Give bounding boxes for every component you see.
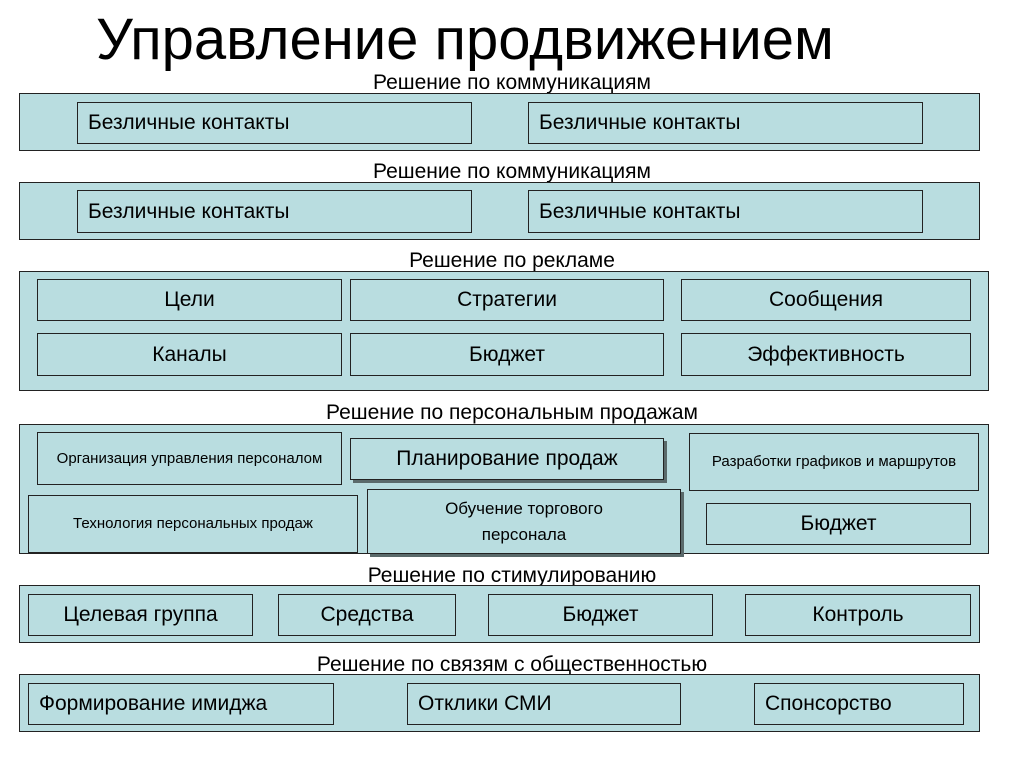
box-personal-sales-technology: Технология персональных продаж (28, 495, 358, 553)
box-channels: Каналы (37, 333, 342, 376)
box-budget-personal-sales: Бюджет (706, 503, 971, 545)
box-impersonal-contacts-1b: Безличные контакты (528, 102, 923, 144)
box-strategies: Стратегии (350, 279, 664, 321)
box-sponsorship: Спонсорство (754, 683, 964, 725)
box-personnel-management: Организация управления персоналом (37, 432, 342, 485)
box-means: Средства (278, 594, 456, 636)
box-goals: Цели (37, 279, 342, 321)
box-effectiveness: Эффективность (681, 333, 971, 376)
box-budget-advertising: Бюджет (350, 333, 664, 376)
section-label-advertising: Решение по рекламе (409, 249, 615, 272)
box-sales-staff-training: Обучение торгового персонала (367, 489, 681, 554)
section-label-public-relations: Решение по связям с общественностью (316, 653, 708, 676)
section-label-communications-1: Решение по коммуникациям (373, 71, 651, 94)
page-title: Управление продвижением (96, 7, 834, 72)
box-impersonal-contacts-2b: Безличные контакты (528, 190, 923, 233)
box-impersonal-contacts-2a: Безличные контакты (77, 190, 472, 233)
box-control: Контроль (745, 594, 971, 636)
box-impersonal-contacts-1a: Безличные контакты (77, 102, 472, 144)
box-image-building: Формирование имиджа (28, 683, 334, 725)
box-messages: Сообщения (681, 279, 971, 321)
section-label-personal-sales: Решение по персональным продажам (326, 401, 698, 424)
box-schedules-routes: Разработки графиков и маршрутов (689, 433, 979, 491)
box-media-responses: Отклики СМИ (407, 683, 681, 725)
box-budget-stimulation: Бюджет (488, 594, 713, 636)
box-sales-planning: Планирование продаж (350, 438, 664, 480)
section-label-stimulation: Решение по стимулированию (367, 564, 657, 587)
section-label-communications-2: Решение по коммуникациям (373, 160, 651, 183)
box-target-group: Целевая группа (28, 594, 253, 636)
